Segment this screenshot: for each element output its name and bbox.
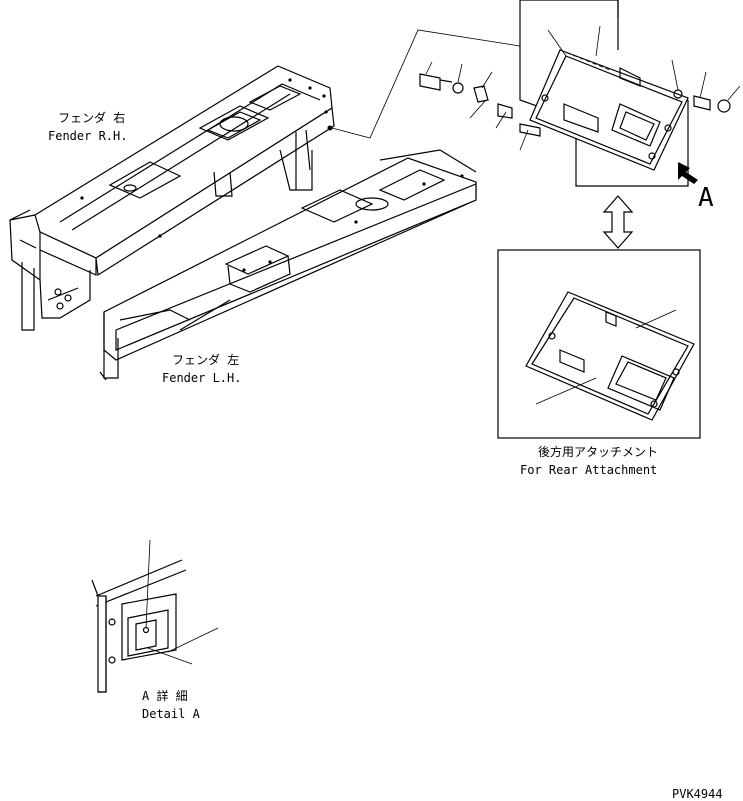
fender-rh-label-jp: フェンダ 右 [58, 110, 125, 125]
detail-a-view [91, 539, 219, 693]
drawing-number: PVK4944 [672, 787, 723, 801]
fender-lh-assembly [99, 149, 477, 381]
rear-attachment-label-jp: 後方用アタッチメント [538, 444, 658, 459]
view-arrow-label: A [698, 183, 714, 213]
view-arrow-icon [678, 162, 698, 184]
detail-a-label-jp: A 詳 細 [142, 688, 188, 703]
fender-lh-label-en: Fender L.H. [162, 371, 241, 385]
attachment-detail-box [419, 0, 741, 187]
fender-rh-label-en: Fender R.H. [48, 129, 127, 143]
fender-lh-label-jp: フェンダ 左 [172, 352, 239, 367]
fender-rh-assembly [9, 29, 521, 331]
rear-attachment-box [497, 249, 701, 439]
rear-attachment-label-en: For Rear Attachment [520, 463, 657, 477]
double-arrow-icon [602, 195, 634, 249]
detail-a-label-en: Detail A [142, 707, 201, 721]
